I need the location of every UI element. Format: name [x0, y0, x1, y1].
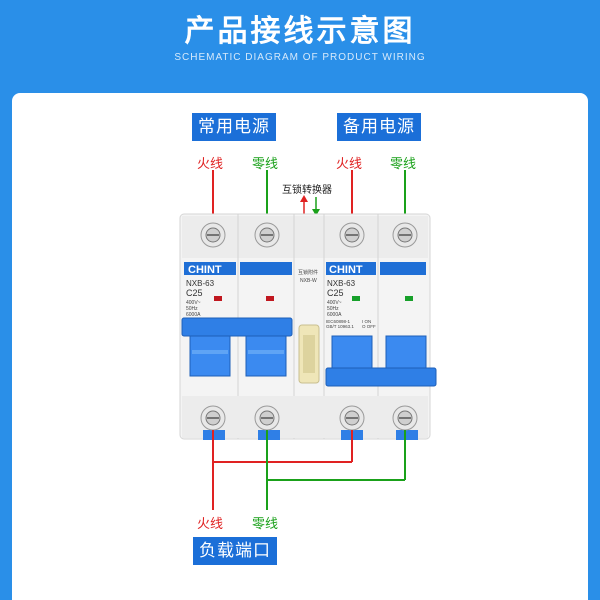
right-voltage: 400V~ [327, 300, 342, 306]
terminal-screws [200, 222, 418, 431]
right-brand: CHINT [329, 264, 363, 276]
interlock-module-model: NXB-W [300, 278, 317, 284]
right-on-label: I ON [362, 319, 371, 324]
right-closed-indicator [352, 296, 360, 301]
interlock-converter-label: 互锁转换器 [282, 185, 332, 196]
main-power-tag: 常用电源 [192, 113, 276, 141]
screw-icon [392, 222, 418, 248]
screw-icon [200, 222, 226, 248]
interlock-module: 互锁附件 NXB-W [298, 269, 320, 384]
backup-live-label: 火线 [336, 157, 363, 172]
right-standard-1: IEC60898-1 [326, 319, 351, 324]
left-rating: C25 [186, 288, 203, 298]
right-rating: C25 [327, 288, 344, 298]
backup-neutral-label: 零线 [390, 157, 417, 172]
interlock-arrows [300, 195, 320, 216]
page-title: 产品接线示意图 [184, 14, 416, 49]
page-subtitle: SCHEMATIC DIAGRAM OF PRODUCT WIRING [174, 52, 426, 63]
right-breaker-face: CHINT NXB-63 C25 400V~ 50Hz 6000A IEC608… [326, 262, 426, 329]
right-model: NXB-63 [327, 279, 356, 288]
load-live-label: 火线 [197, 517, 224, 532]
output-wires [212, 430, 406, 510]
left-voltage: 400V~ [186, 300, 201, 306]
backup-power-tag: 备用电源 [337, 113, 421, 141]
left-freq: 50Hz [186, 306, 198, 312]
left-capacity: 6000A [186, 312, 201, 318]
screw-icon [339, 222, 365, 248]
screw-icon [200, 405, 226, 431]
left-breaker-face: CHINT NXB-63 C25 400V~ 50Hz 6000A [184, 262, 292, 318]
screw-icon [392, 405, 418, 431]
right-capacity: 6000A [327, 312, 342, 318]
right-closed-indicator-2 [405, 296, 413, 301]
left-model: NXB-63 [186, 279, 215, 288]
main-neutral-label: 零线 [252, 157, 279, 172]
right-off-label: O OFF [362, 324, 376, 329]
right-standard-2: GB/T 10963.1 [326, 324, 354, 329]
main-live-label: 火线 [197, 157, 224, 172]
screw-icon [254, 222, 280, 248]
left-trip-indicator-2 [266, 296, 274, 301]
load-port-tag: 负载端口 [193, 537, 277, 565]
screw-icon [254, 405, 280, 431]
left-brand: CHINT [188, 264, 222, 276]
left-trip-indicator [214, 296, 222, 301]
operating-handles [181, 317, 437, 387]
interlock-module-title: 互锁附件 [298, 269, 318, 276]
screw-icon [339, 405, 365, 431]
right-freq: 50Hz [327, 306, 339, 312]
load-neutral-label: 零线 [252, 517, 279, 532]
